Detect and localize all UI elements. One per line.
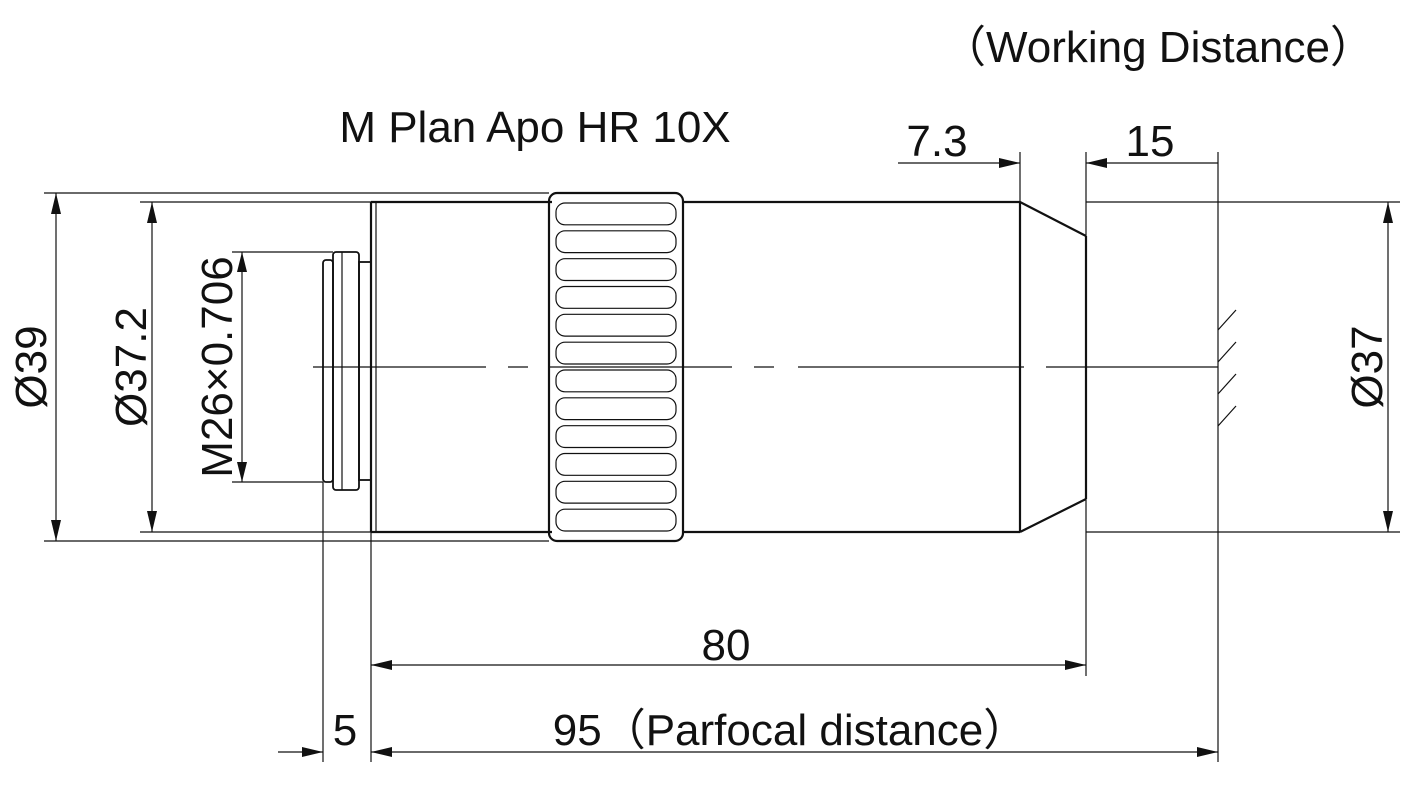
knurl-ridge <box>555 508 677 532</box>
knurl-ridge <box>555 313 677 337</box>
knurl-ridge <box>555 230 677 254</box>
knurl-ridge <box>555 369 677 393</box>
thread-label: M26×0.706 <box>193 256 242 477</box>
working-distance-label: （Working Distance） <box>942 23 1374 72</box>
model-title: M Plan Apo HR 10X <box>339 103 730 152</box>
dimension-body-diameter: Ø37.2 <box>107 201 371 533</box>
working-distance-15-label: 15 <box>1126 117 1175 166</box>
knurl-ridge <box>555 425 677 449</box>
parfocal-distance-label: 95（Parfocal distance） <box>553 706 1027 755</box>
dimension-outer-diameter: Ø39 <box>7 192 549 542</box>
body-diameter-label: Ø37.2 <box>107 307 156 427</box>
knurl-ridge <box>555 341 677 365</box>
specimen-plane <box>1217 152 1237 762</box>
front-diameter-label: Ø37 <box>1343 325 1392 408</box>
thread-stub <box>322 251 372 491</box>
dimension-thread: M26×0.706 <box>193 251 333 483</box>
knurl-ridge <box>555 202 677 226</box>
length-80-label: 80 <box>702 621 751 670</box>
dimension-length-80: 80 <box>370 499 1087 762</box>
knurl-ridge <box>555 397 677 421</box>
knurl-ridge <box>555 258 677 282</box>
knurl-ridge <box>555 452 677 476</box>
length-7-3-label: 7.3 <box>906 117 967 166</box>
dimension-front-diameter: Ø37 <box>1086 201 1400 533</box>
dimension-top: 7.3 15 <box>898 117 1218 236</box>
knurled-ring <box>547 191 685 543</box>
knurl-ridge <box>555 480 677 504</box>
objective-body <box>313 152 1237 762</box>
knurl-ridge <box>555 285 677 309</box>
outer-diameter-label: Ø39 <box>7 325 56 408</box>
length-5-label: 5 <box>333 706 357 755</box>
dimension-bottom: 5 95（Parfocal distance） <box>278 482 1218 762</box>
